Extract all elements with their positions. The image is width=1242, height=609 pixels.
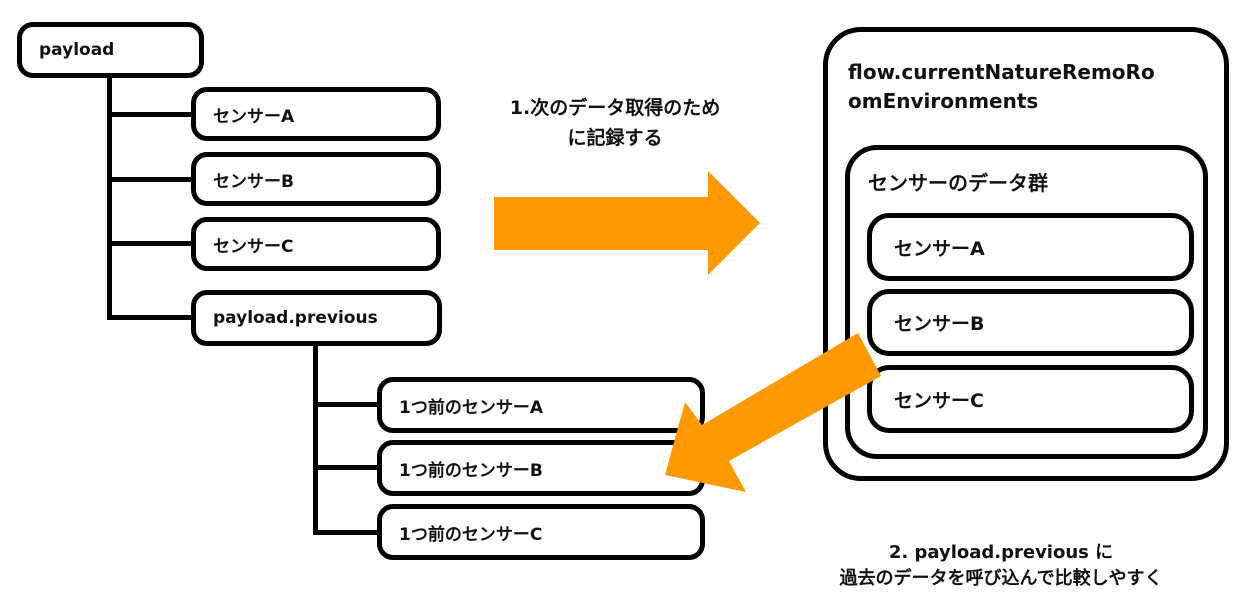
sensor-group-title: センサーのデータ群 (868, 171, 1048, 195)
sensor-a-label: センサーA (213, 106, 295, 127)
store-sensor-c-node: センサーC (867, 365, 1194, 433)
step2-line1: 2. payload.previous に (888, 542, 1114, 563)
prev-sensor-b-label: 1つ前のセンサーB (399, 460, 543, 481)
store-sensor-c-label: センサーC (894, 389, 984, 412)
flow-context-title: flow.currentNatureRemoRo omEnvironments (848, 58, 1155, 116)
payload-node: payload (17, 22, 204, 78)
connector-previous (107, 315, 195, 320)
payload-previous-node: payload.previous (191, 290, 442, 346)
store-sensor-b-node: センサーB (867, 289, 1194, 356)
connector-prev-a (313, 402, 381, 407)
prev-sensor-a-label: 1つ前のセンサーA (399, 397, 543, 418)
sensor-a-node: センサーA (191, 87, 441, 141)
prev-sensor-a-node: 1つ前のセンサーA (377, 377, 705, 433)
step1-caption: 1.次のデータ取得のため に記録する (470, 93, 760, 153)
step2-line2: 過去のデータを呼び込んで比較しやすく (839, 568, 1163, 589)
sensor-b-label: センサーB (213, 171, 294, 192)
prev-sensor-c-label: 1つ前のセンサーC (399, 524, 543, 545)
tree-trunk (107, 76, 112, 320)
recall-arrow (665, 333, 881, 492)
sensor-c-label: センサーC (213, 236, 294, 257)
previous-trunk (313, 343, 318, 535)
store-sensor-a-label: センサーA (894, 237, 985, 260)
connector-prev-c (313, 530, 381, 535)
connector-sensor-c (107, 241, 195, 246)
flow-context-title-line1: flow.currentNatureRemoRo (848, 60, 1155, 84)
store-sensor-a-node: センサーA (867, 213, 1194, 281)
step1-line1: 1.次のデータ取得のため (509, 97, 721, 119)
flow-context-title-line2: omEnvironments (848, 89, 1039, 113)
record-arrow (494, 171, 760, 275)
payload-label: payload (39, 40, 115, 60)
connector-sensor-a (107, 112, 195, 117)
connector-sensor-b (107, 177, 195, 182)
payload-previous-label: payload.previous (213, 308, 378, 328)
prev-sensor-b-node: 1つ前のセンサーB (377, 440, 705, 496)
sensor-c-node: センサーC (191, 217, 441, 271)
step1-line2: に記録する (567, 127, 663, 149)
step2-caption: 2. payload.previous に 過去のデータを呼び込んで比較しやすく (760, 540, 1242, 592)
store-sensor-b-label: センサーB (894, 313, 985, 335)
sensor-b-node: センサーB (191, 152, 441, 206)
connector-prev-b (313, 465, 381, 470)
prev-sensor-c-node: 1つ前のセンサーC (377, 504, 705, 560)
